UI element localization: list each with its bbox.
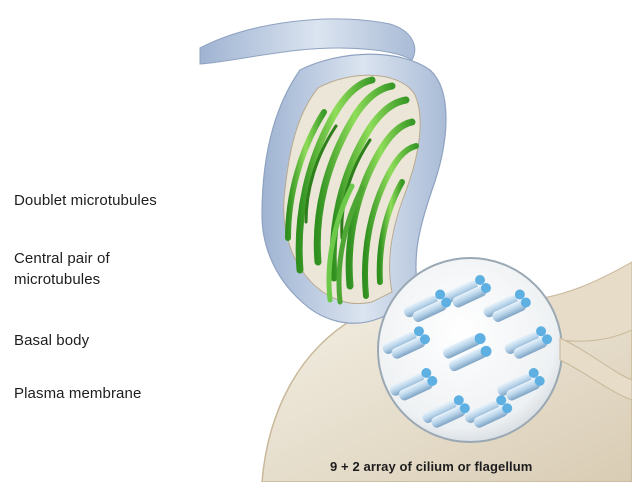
figure-caption: 9 + 2 array of cilium or flagellum (330, 459, 532, 474)
label-doublet-microtubules: Doublet microtubules (14, 190, 157, 211)
label-basal-body: Basal body (14, 330, 89, 351)
label-plasma-membrane: Plasma membrane (14, 383, 141, 404)
label-central-pair: Central pair of microtubules (14, 248, 194, 290)
cross-section (378, 258, 562, 442)
